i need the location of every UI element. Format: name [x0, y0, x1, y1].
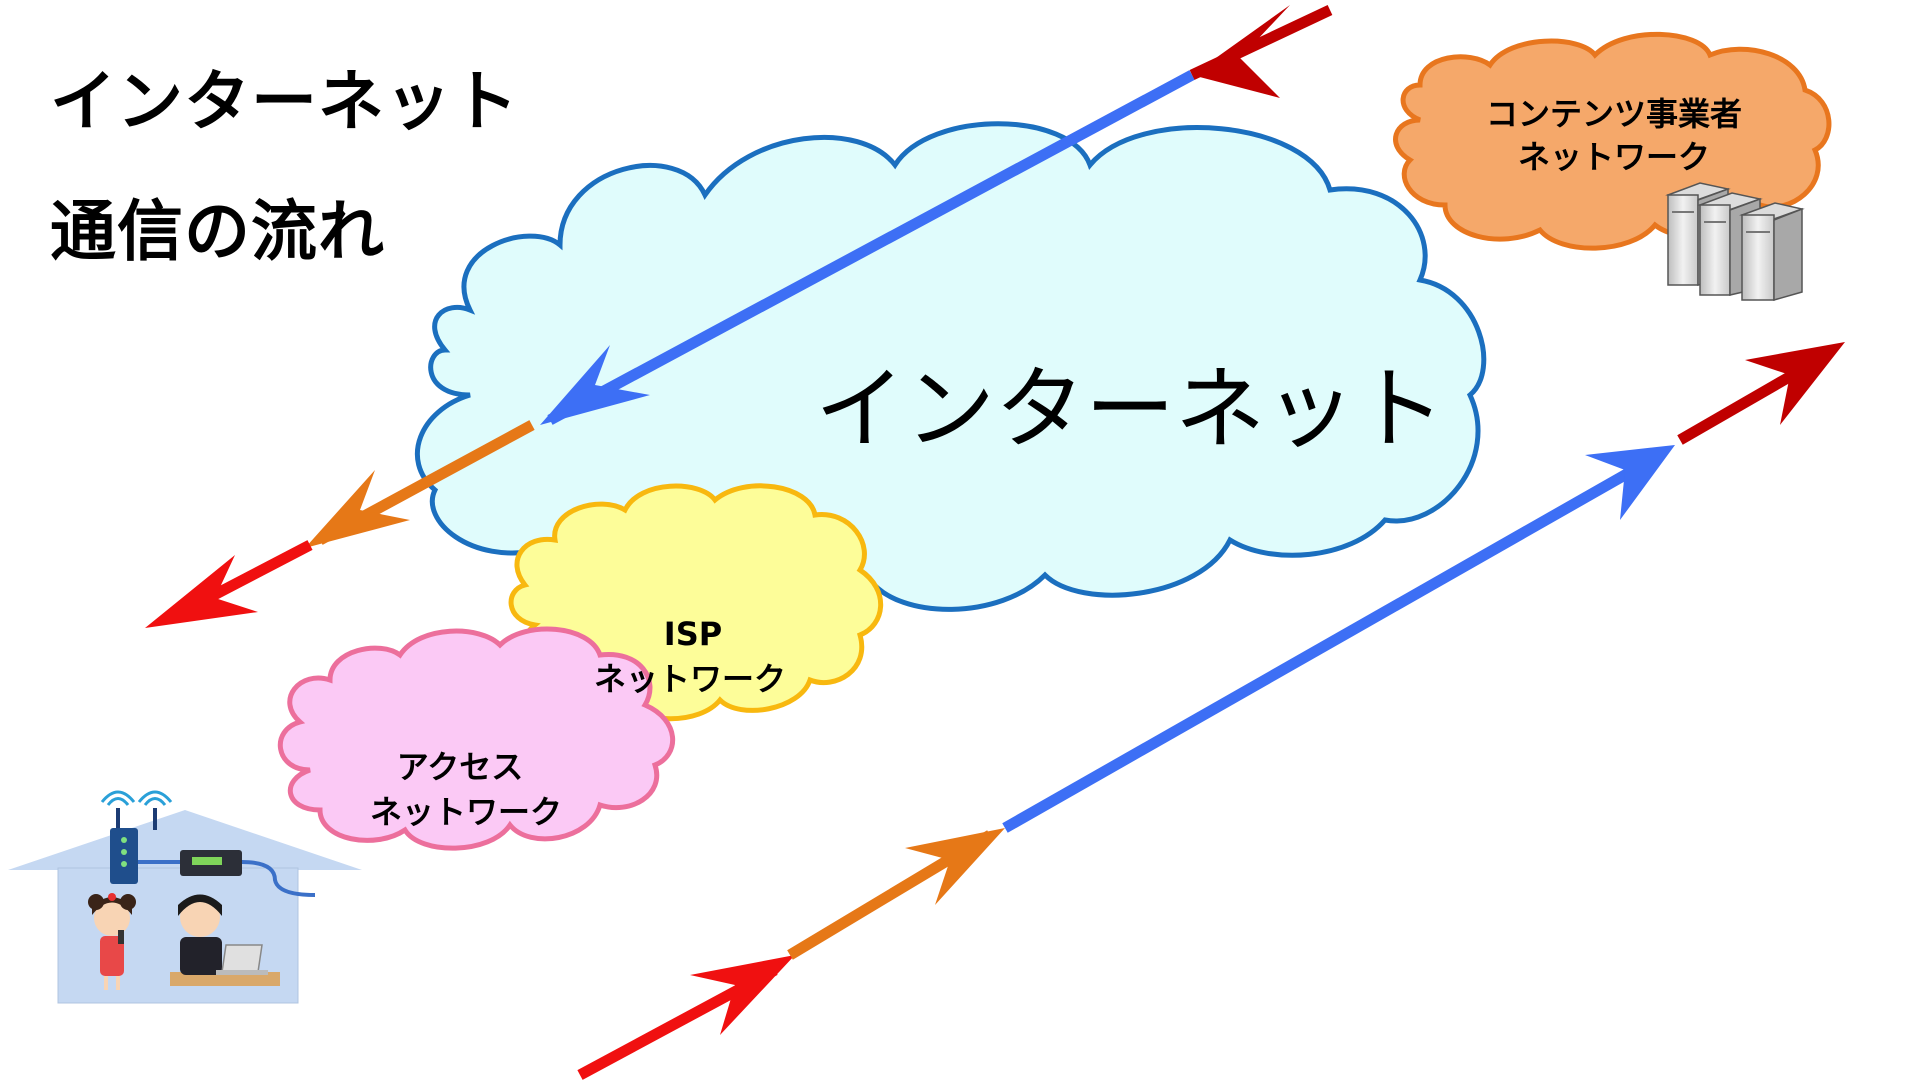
isp-label-1: ISP	[664, 615, 722, 653]
upstream-blue-segment	[1002, 450, 1663, 833]
upstream-red-arrowhead	[690, 955, 795, 1035]
server-rack-icon	[1665, 182, 1805, 301]
downstream-red-tail-arrowhead	[145, 555, 258, 628]
upstream-darkred-arrowhead	[1745, 342, 1845, 425]
content-provider-label-1: コンテンツ事業者	[1486, 95, 1742, 133]
downstream-red-arrowhead	[1192, 5, 1290, 98]
access-label-1: アクセス	[397, 748, 523, 786]
isp-label-2: ネットワーク	[594, 660, 786, 698]
downstream-blue-segment	[547, 70, 1195, 425]
modem-icon	[138, 850, 316, 897]
access-cloud	[277, 626, 676, 851]
downstream-orange-arrowhead	[305, 470, 410, 548]
boy-with-laptop-icon	[170, 894, 280, 986]
upstream-orange-arrowhead	[905, 828, 1005, 905]
title-line-2: 通信の流れ	[50, 194, 385, 268]
upstream-blue-arrowhead	[1585, 445, 1675, 520]
access-label-2: ネットワーク	[370, 793, 562, 831]
girl-with-phone-icon	[88, 893, 136, 990]
wifi-router-icon	[100, 790, 173, 884]
title-line-1: インターネット	[50, 64, 519, 138]
content-provider-label-2: ネットワーク	[1518, 138, 1710, 176]
internet-label: インターネット	[815, 357, 1445, 462]
upstream-darkred-segment	[1677, 360, 1813, 445]
downstream-blue-arrowhead	[540, 345, 650, 425]
